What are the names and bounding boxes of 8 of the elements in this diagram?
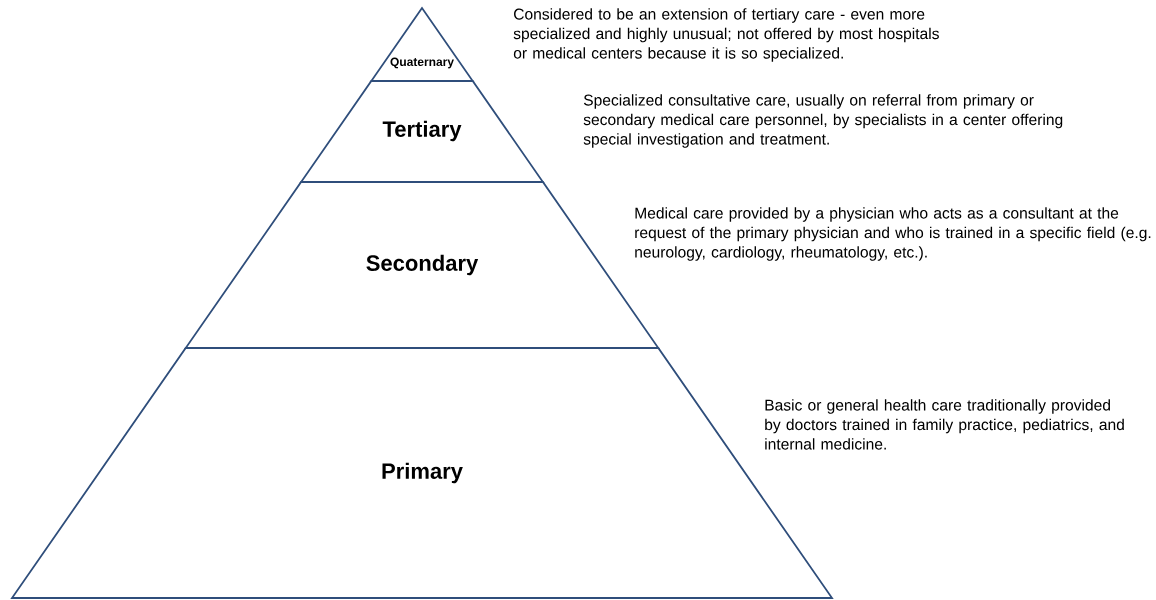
level-description: Basic or general health care traditionally provided by doctors trained in family practice, pediatrics, and internal medicine. [765,399,1124,450]
level-description: Considered to be an extension of tertiary care - even more specialized and highly unusual; not offered by most hospitals or medical centers because it is so specialized. [513,8,939,62]
level-description: Specialized consultative care, usually on referral from primary or secondary medical care personnel, by specialists in a center offering special investigation and treatment. [583,94,1063,148]
level-description: Medical care provided by a physician who acts as a consultant at the request of the primary physician and who is trained in a specific field (e.g. neurology, cardiology, rheumatology, etc.). [635,207,1151,261]
level-label: Tertiary [382,120,462,142]
level-label: Quaternary [390,57,454,69]
level-label: Secondary [366,254,479,276]
level-label: Primary [382,462,463,484]
